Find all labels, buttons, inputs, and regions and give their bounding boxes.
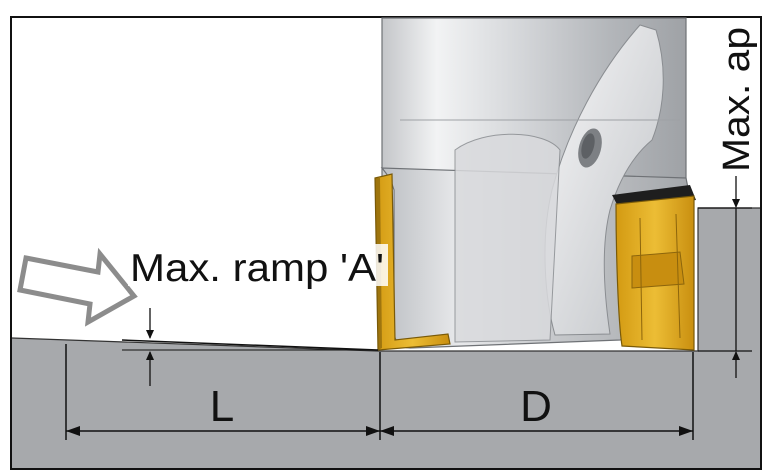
dim-L-arrow-left xyxy=(66,426,80,436)
dim-ap-arrow-top xyxy=(732,199,740,208)
ramp-angle-arrow-bottom xyxy=(146,351,154,360)
coolant-hole-inner xyxy=(581,133,595,159)
ramp-reference-line xyxy=(121,339,379,351)
dim-ap-arrow-bottom xyxy=(732,351,740,360)
right-insert-chipbreaker xyxy=(631,251,685,289)
dim-L-label: L xyxy=(210,382,234,431)
dim-D-arrow-left xyxy=(380,426,394,436)
workpiece xyxy=(12,208,760,468)
ramp-angle-arrow-top xyxy=(146,330,154,339)
dim-L-arrow-right xyxy=(366,426,380,436)
cutter-pocket xyxy=(454,133,561,343)
ap-label: Max. ap xyxy=(716,27,758,172)
right-insert-facet xyxy=(639,213,681,341)
feed-arrow-icon xyxy=(17,247,138,327)
cutter-flute xyxy=(544,24,664,336)
ramp-label-backdrop xyxy=(128,244,388,286)
dim-D-label: D xyxy=(520,382,552,431)
dim-D-arrow-right xyxy=(679,426,693,436)
ramp-label: Max. ramp 'A' xyxy=(130,247,384,290)
